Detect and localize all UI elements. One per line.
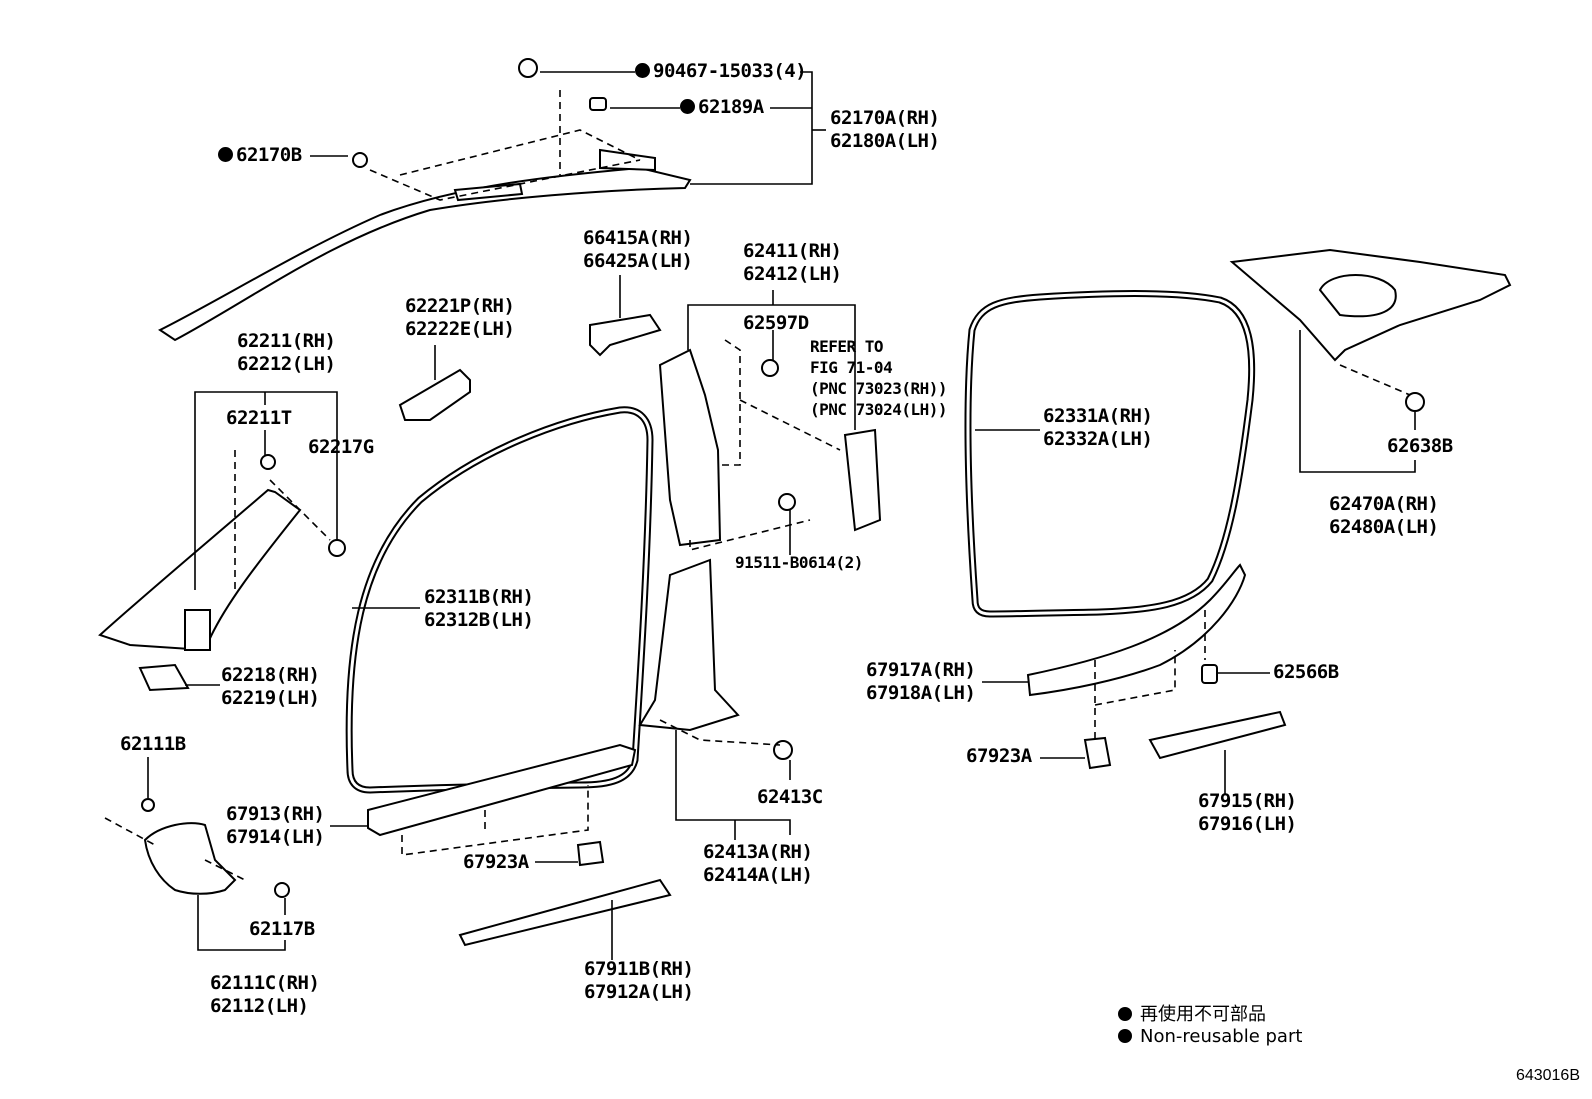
label-62638b: 62638B [1387,435,1453,457]
label-62222e: 62222E(LH) [405,318,515,340]
label-62218: 62218(RH) [221,664,320,686]
diagram-code: 643016B [1515,1067,1580,1084]
refer-note-line3: (PNC 73023(RH)) [810,379,948,398]
label-66425a: 66425A(LH) [583,250,693,272]
label-62311b: 62311B(RH) [424,586,534,608]
label-62170b: 62170B [218,144,302,167]
non-reusable-dot-icon [218,147,233,162]
refer-note-line4: (PNC 73024(LH)) [810,400,948,419]
refer-note-line2: FIG 71-04 [810,358,893,377]
label-62117b: 62117B [249,918,315,940]
cowl-leader-lines [104,757,286,951]
label-62111c: 62111C(RH) [210,972,320,994]
label-62170a: 62170A(RH) [830,107,940,129]
quarter-trim-part [1229,248,1512,412]
label-90467-15033: 90467-15033(4) [635,60,807,83]
label-67915: 67915(RH) [1198,790,1297,812]
label-62411: 62411(RH) [743,240,842,262]
label-62412: 62412(LH) [743,263,842,285]
front-scuff-leader-lines [330,785,613,960]
clip-icons-top [352,58,607,168]
center-pillar-leader-lines [687,290,856,555]
non-reusable-dot-icon [680,99,695,114]
label-62413a: 62413A(RH) [703,841,813,863]
center-lower-leader-lines [659,719,791,840]
label-67913: 67913(RH) [226,803,325,825]
label-62414a: 62414A(LH) [703,864,813,886]
label-62221p: 62221P(RH) [405,295,515,317]
label-66415a: 66415A(RH) [583,227,693,249]
non-reusable-dot-icon [1118,1029,1132,1043]
label-62480a: 62480A(LH) [1329,516,1439,538]
rear-scuff-plate-part [1026,563,1287,770]
label-62219: 62219(LH) [221,687,320,709]
label-62566b: 62566B [1273,661,1339,683]
label-67912a: 67912A(LH) [584,981,694,1003]
label-62112: 62112(LH) [210,995,309,1017]
front-door-weatherstrip-part [345,406,654,794]
label-62212: 62212(LH) [237,353,336,375]
center-pillar-upper-part [658,348,882,547]
label-67916: 67916(LH) [1198,813,1297,835]
label-62312b: 62312B(LH) [424,609,534,631]
bracket-62221-part [398,345,471,421]
center-pillar-lower-part [638,558,793,760]
non-reusable-dot-icon [635,63,650,78]
label-62217g: 62217G [308,436,374,458]
top-leader-lines [310,71,826,201]
label-62189a: 62189A [680,96,764,119]
front-scuff-plate-part [367,743,672,947]
front-pillar-garnish-part [98,454,346,692]
label-67923a-front: 67923A [463,851,529,873]
label-62180a: 62180A(LH) [830,130,940,152]
label-62470a: 62470A(RH) [1329,493,1439,515]
label-62211: 62211(RH) [237,330,336,352]
legend-jp: 再使用不可部品 [1118,1000,1266,1026]
label-62332a: 62332A(LH) [1043,428,1153,450]
pillar-leader-lines [185,391,338,686]
label-67917a: 67917A(RH) [866,659,976,681]
refer-note-line1: REFER TO [810,337,884,356]
label-62211t: 62211T [226,407,292,429]
rear-scuff-leader-lines [982,610,1270,795]
label-62111b: 62111B [120,733,186,755]
label-62331a: 62331A(RH) [1043,405,1153,427]
label-67914: 67914(LH) [226,826,325,848]
bracket-66415-part [589,275,662,357]
label-91511-b0614: 91511-B0614(2) [735,553,863,572]
legend-en: Non-reusable part [1118,1026,1302,1047]
label-62413c: 62413C [757,786,823,808]
label-67911b: 67911B(RH) [584,958,694,980]
label-67918a: 67918A(LH) [866,682,976,704]
label-62597d: 62597D [743,312,809,334]
cowl-side-trim-part [141,798,290,898]
quarter-leader-lines [1299,330,1416,473]
rear-door-weatherstrip-part [964,290,1256,618]
label-67923a-rear: 67923A [966,745,1032,767]
non-reusable-dot-icon [1118,1007,1132,1021]
